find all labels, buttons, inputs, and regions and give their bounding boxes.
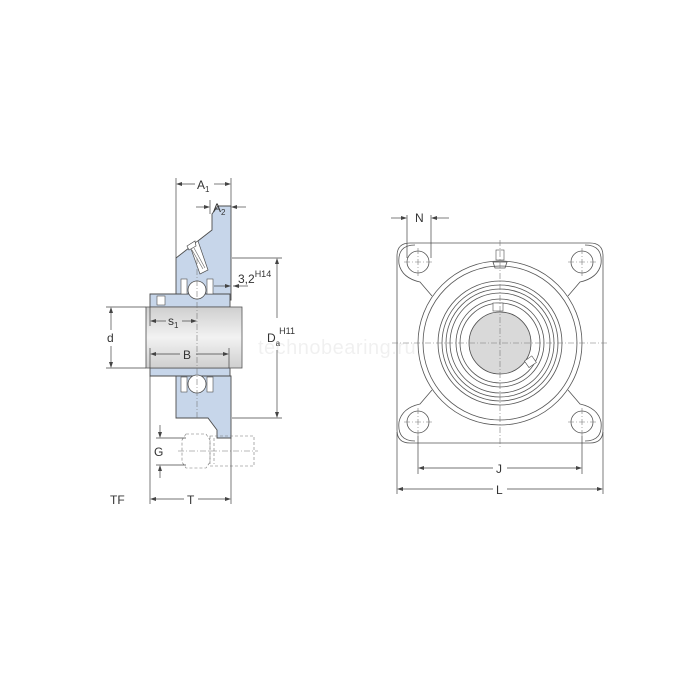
front-view: N J L [391, 211, 608, 497]
watermark: technobearing.ru [258, 337, 416, 359]
set-screw-icon [492, 302, 504, 312]
dim-J-label: J [496, 462, 502, 476]
dim-L-label: L [496, 483, 503, 497]
dim-G-label: G [154, 445, 163, 459]
side-view: A1 A2 3,2H14 DaH11 d [106, 178, 295, 507]
bolt-icon [178, 433, 258, 469]
housing-lower [175, 375, 232, 439]
shaft [145, 306, 243, 369]
set-screw-icon [156, 295, 166, 306]
inner-ring-lower [149, 367, 231, 377]
dim-d-label: d [107, 331, 114, 345]
dim-T-label: T [187, 493, 195, 507]
dim-B-label: B [183, 348, 191, 362]
set-screw-icon [524, 355, 537, 368]
dim-A1-label: A1 [197, 178, 210, 194]
dim-Da-label: DaH11 [267, 326, 295, 348]
dim-chamfer-label: 3,2H14 [238, 269, 271, 286]
type-label: TF [110, 493, 125, 507]
dim-A2-label: A2 [213, 201, 226, 217]
grease-nipple-icon [186, 240, 209, 275]
dim-N-label: N [415, 211, 424, 225]
dim-s1-label: s1 [168, 314, 179, 330]
